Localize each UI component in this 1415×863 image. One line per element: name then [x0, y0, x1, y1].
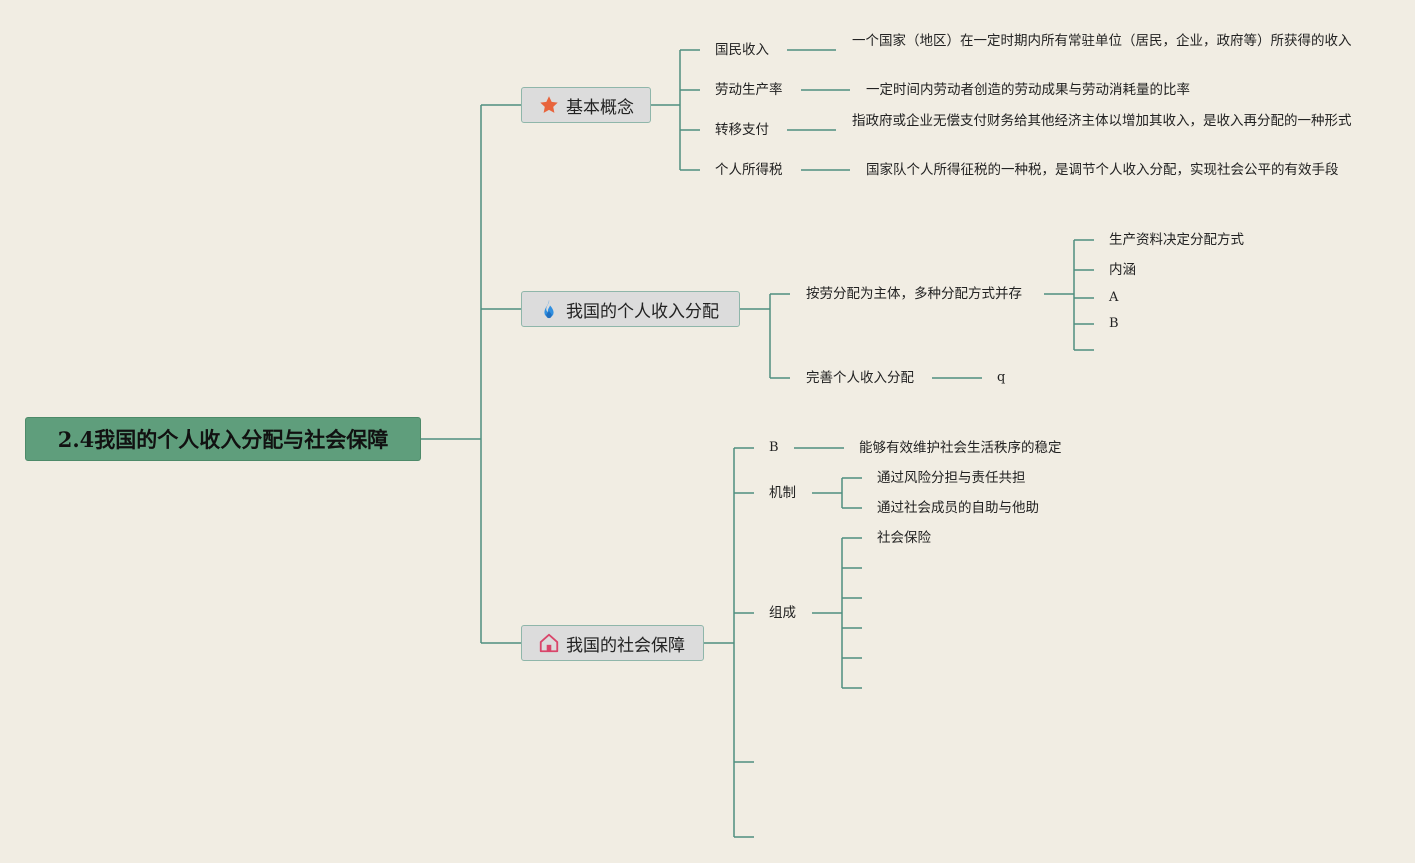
- topic-mechanism[interactable]: 机制: [769, 485, 796, 501]
- topic-national-income[interactable]: 国民收入: [715, 42, 769, 58]
- star-icon: [540, 96, 558, 113]
- subtopic-a[interactable]: A: [1109, 290, 1119, 305]
- topic-labor-productivity[interactable]: 劳动生产率: [715, 82, 783, 98]
- branch-label: 我国的个人收入分配: [566, 301, 719, 322]
- branch-income-distribution[interactable]: 我国的个人收入分配: [521, 291, 740, 327]
- detail-maintain-order[interactable]: 能够有效维护社会生活秩序的稳定: [859, 440, 1062, 456]
- subtopic-means-of-production[interactable]: 生产资料决定分配方式: [1109, 232, 1244, 248]
- root-topic[interactable]: 2.4我国的个人收入分配与社会保障: [25, 417, 421, 461]
- flame-icon: [544, 299, 554, 319]
- topic-transfer-payment[interactable]: 转移支付: [715, 122, 769, 138]
- topic-distribution-by-labor[interactable]: 按劳分配为主体，多种分配方式并存: [806, 286, 1022, 302]
- home-icon: [539, 633, 559, 653]
- detail-income-tax[interactable]: 国家队个人所得征税的一种税，是调节个人收入分配，实现社会公平的有效手段: [866, 162, 1339, 178]
- topic-composition[interactable]: 组成: [769, 605, 796, 621]
- subtopic-social-insurance[interactable]: 社会保险: [877, 530, 931, 546]
- topic-b[interactable]: B: [769, 440, 779, 455]
- subtopic-mutual-help[interactable]: 通过社会成员的自助与他助: [877, 500, 1039, 516]
- detail-national-income[interactable]: 一个国家（地区）在一定时期内所有常驻单位（居民，企业，政府等）所获得的收入: [852, 33, 1352, 49]
- topic-income-tax[interactable]: 个人所得税: [715, 162, 783, 178]
- detail-transfer-payment[interactable]: 指政府或企业无偿支付财务给其他经济主体以增加其收入，是收入再分配的一种形式: [852, 113, 1352, 129]
- branch-basic-concepts[interactable]: 基本概念: [521, 87, 651, 123]
- branch-social-security[interactable]: 我国的社会保障: [521, 625, 704, 661]
- subtopic-b[interactable]: B: [1109, 316, 1119, 331]
- subtopic-risk-sharing[interactable]: 通过风险分担与责任共担: [877, 470, 1026, 486]
- subtopic-q[interactable]: q: [997, 370, 1006, 385]
- subtopic-connotation[interactable]: 内涵: [1109, 262, 1136, 278]
- topic-improve-distribution[interactable]: 完善个人收入分配: [806, 370, 914, 386]
- branch-label: 基本概念: [566, 97, 634, 118]
- detail-labor-productivity[interactable]: 一定时间内劳动者创造的劳动成果与劳动消耗量的比率: [866, 82, 1190, 98]
- branch-label: 我国的社会保障: [566, 635, 685, 656]
